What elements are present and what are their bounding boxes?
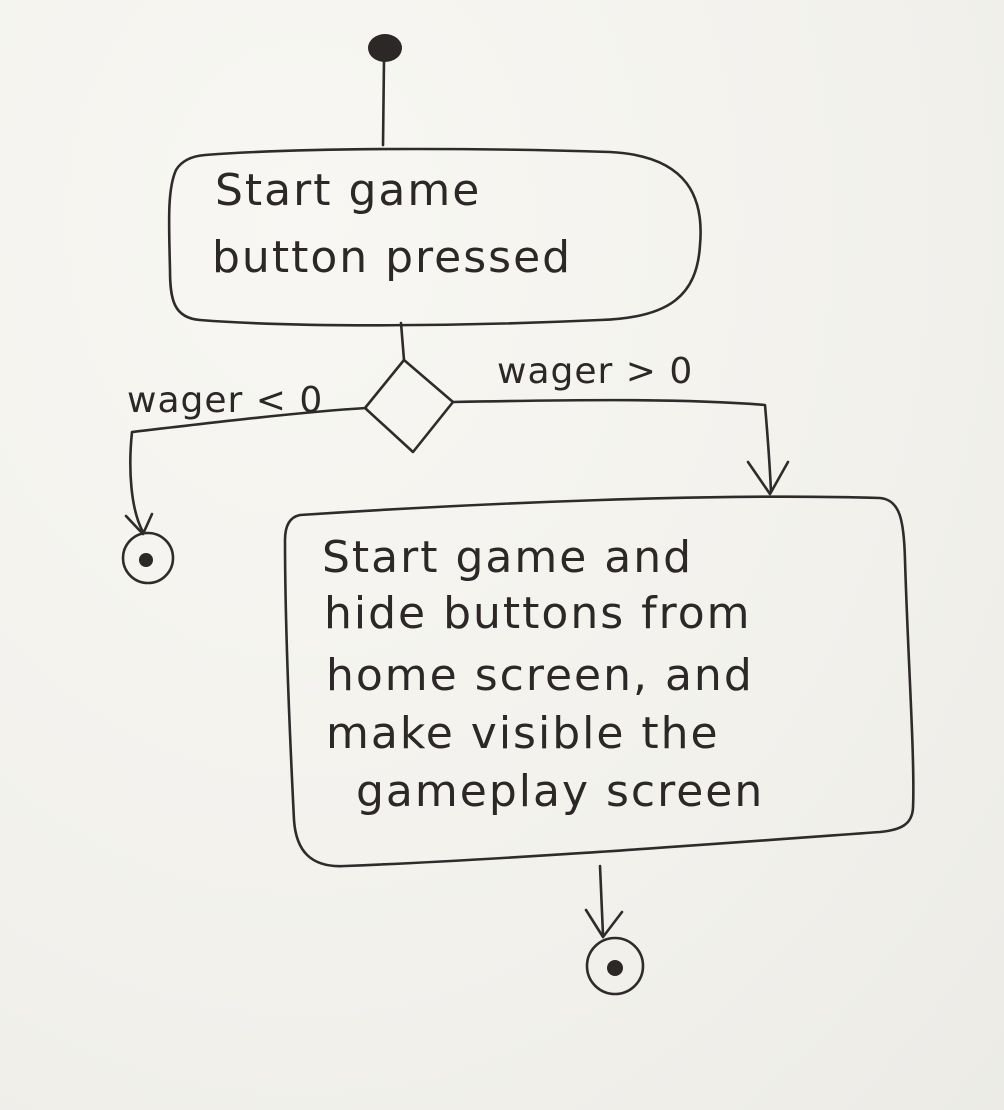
- action1-line-2: button pressed: [212, 232, 572, 283]
- decision-node: [363, 358, 455, 454]
- edge-decision-to-action2: wager > 0: [451, 351, 790, 496]
- action-start-game-and-show-gameplay: Start game and hide buttons from home sc…: [283, 495, 915, 868]
- action2-line-2: hide buttons from: [324, 588, 752, 639]
- action2-line-5: gameplay screen: [356, 766, 764, 817]
- label-wager-greater-than-zero: wager > 0: [497, 351, 693, 392]
- edge-decision-to-end-left: wager < 0: [124, 380, 368, 536]
- initial-node: [368, 34, 402, 62]
- final-node-left: [121, 531, 175, 585]
- edge-start-to-action1: [381, 58, 386, 147]
- action2-line-1: Start game and: [322, 532, 693, 583]
- action2-line-3: home screen, and: [326, 650, 754, 701]
- action1-line-1: Start game: [215, 165, 481, 216]
- action2-line-4: make visible the: [326, 708, 720, 759]
- edge-action2-to-end-bottom: [584, 864, 624, 939]
- edge-action1-to-decision: [399, 321, 406, 362]
- final-node-bottom: [585, 936, 645, 996]
- action-start-game-pressed: Start game button pressed: [167, 147, 702, 327]
- label-wager-less-than-zero: wager < 0: [127, 380, 323, 421]
